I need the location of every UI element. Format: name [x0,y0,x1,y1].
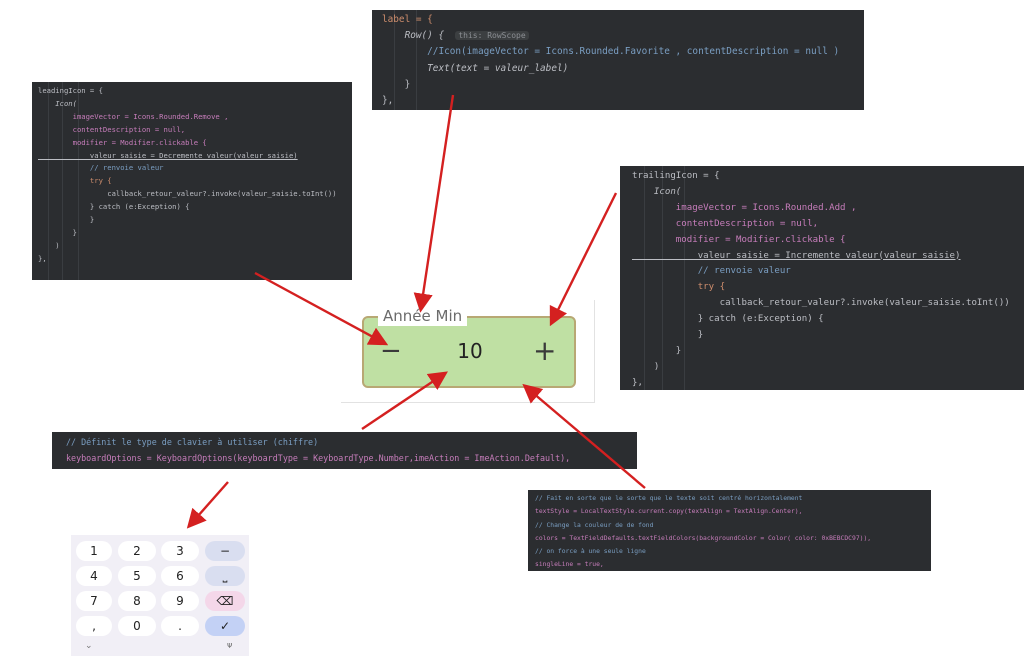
code-line: ) [632,361,660,372]
arrow-keyboard-options [361,371,448,430]
code-line: try { [632,282,726,293]
keyboard-switch-icon[interactable]: ᴪ [227,641,233,651]
key-0[interactable]: 0 [118,616,156,636]
code-line: try { [38,176,112,186]
code-line: // renvoie valeur [38,163,164,173]
code-line: contentDescription = null, [632,218,819,229]
code-line: } catch (e:Exception) { [38,202,190,212]
code-snippet-keyboard-options: // Définit le type de clavier à utiliser… [52,432,637,469]
code-line: contentDescription = null, [38,124,186,134]
code-line: trailingIcon = { [632,171,720,181]
key-6[interactable]: 6 [161,566,199,586]
field-label: Année Min [378,306,468,326]
code-line: keyboardOptions = KeyboardOptions(keyboa… [66,453,571,463]
code-line: // Fait en sorte que le sorte que le tex… [535,495,803,502]
code-line: textStyle = LocalTextStyle.current.copy(… [535,508,803,516]
code-line: modifier = Modifier.clickable { [632,234,846,245]
key-7[interactable]: 7 [76,591,112,611]
code-line: //Icon(imageVector = Icons.Rounded.Favor… [382,46,840,58]
code-line: singleLine = true, [535,561,604,569]
key-delete[interactable]: ⌫ [205,591,245,611]
hide-keyboard-icon[interactable]: ⌄ [85,641,93,651]
code-line: // Définit le type de clavier à utiliser… [66,437,319,447]
code-line: Icon( [632,186,682,197]
code-line: leadingIcon = { [38,86,103,95]
code-line: imageVector = Icons.Rounded.Add , [632,202,857,213]
number-text-field[interactable] [362,316,576,388]
code-line: Icon( [38,98,77,108]
code-line: // Change la couleur de de fond [535,521,654,529]
arrow-label [413,94,455,313]
code-snippet-text-style: // Fait en sorte que le sorte que le tex… [528,490,931,571]
field-value[interactable]: 10 [457,339,483,363]
code-snippet-label: label = { Row() { this: RowScope //Icon(… [372,10,864,110]
code-line: ) [38,240,60,250]
code-line: // on force à une seule ligne [535,548,646,556]
plus-icon[interactable]: + [533,334,557,367]
code-line: imageVector = Icons.Rounded.Remove , [38,111,229,121]
key-minus[interactable]: − [205,541,245,561]
code-line: }, [632,377,643,388]
arrow-trailing [549,192,618,327]
code-snippet-leading-icon: leadingIcon = { Icon( imageVector = Icon… [32,82,352,280]
code-line: Row() { this: RowScope [382,28,864,44]
code-line: } [382,78,411,90]
code-line: // renvoie valeur [632,266,791,277]
code-line: valeur_saisie = Incremente_valeur(valeur… [632,250,961,261]
code-line: } [632,330,704,341]
key-comma[interactable]: , [76,616,112,636]
key-space[interactable]: ⎵ [205,566,245,586]
key-3[interactable]: 3 [161,541,199,561]
type-hint: this: RowScope [455,31,529,41]
code-line: }, [38,253,47,263]
arrow-keyboard [186,481,229,529]
code-line: Text(text = valeur_label) [382,62,569,74]
key-4[interactable]: 4 [76,566,112,586]
key-9[interactable]: 9 [161,591,199,611]
code-line: modifier = Modifier.clickable { [38,137,207,147]
code-line: } [38,215,95,225]
key-5[interactable]: 5 [118,566,156,586]
code-line: colors = TextFieldDefaults.textFieldColo… [535,534,872,542]
arrow-text-style [522,383,646,489]
code-line: } catch (e:Exception) { [632,314,824,325]
key-1[interactable]: 1 [76,541,112,561]
code-line: } [38,227,77,237]
key-8[interactable]: 8 [118,591,156,611]
numeric-keyboard: 1 2 3 − 4 5 6 ⎵ 7 8 9 ⌫ , 0 . ✓ ⌄ ᴪ [71,535,249,656]
code-line: callback_retour_valeur?.invoke(valeur_sa… [38,189,337,199]
code-line: }, [382,95,394,107]
code-line: label = { [382,14,433,25]
code-line: } [632,345,682,356]
key-enter[interactable]: ✓ [205,616,245,636]
code-line: callback_retour_valeur?.invoke(valeur_sa… [632,298,1010,309]
code-line: valeur_saisie = Decremente_valeur(valeur… [38,150,298,160]
code-snippet-trailing-icon: trailingIcon = { Icon( imageVector = Ico… [620,166,1024,390]
key-2[interactable]: 2 [118,541,156,561]
key-period[interactable]: . [161,616,199,636]
arrow-leading [254,271,389,346]
